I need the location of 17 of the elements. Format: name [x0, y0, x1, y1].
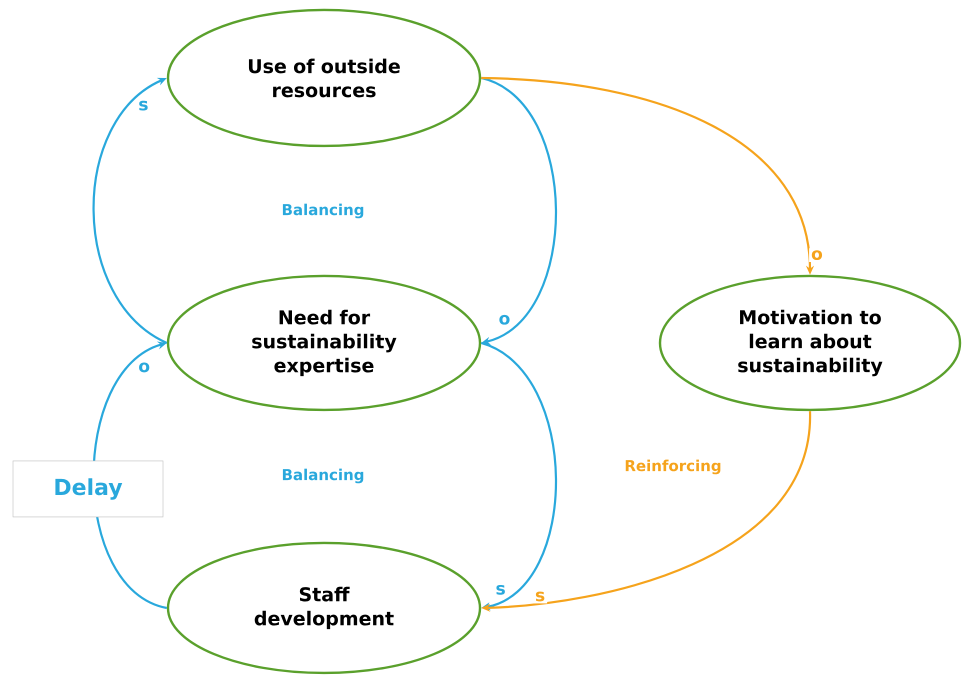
ellipse-node: Need for sustainability expertise	[166, 274, 482, 412]
loop-label: Reinforcing	[626, 460, 720, 474]
loop-label: Balancing	[282, 204, 364, 218]
arrow	[480, 342, 558, 610]
edge-label: s	[494, 582, 508, 597]
arrow	[480, 76, 558, 345]
edge-label: o	[809, 248, 825, 262]
delay-box: Delay	[12, 460, 164, 518]
ellipse-node: Staff development	[166, 542, 482, 674]
edge-label: s	[533, 590, 548, 604]
arrow	[92, 78, 168, 344]
loop-label: Balancing	[282, 468, 364, 484]
ellipse-node: Motivation to learn about sustainability	[658, 274, 962, 412]
ellipse-node: Use of outside resources	[166, 8, 482, 148]
edge-label: o	[136, 360, 152, 374]
edge-label: s	[136, 98, 150, 113]
edge-label: o	[496, 312, 512, 327]
